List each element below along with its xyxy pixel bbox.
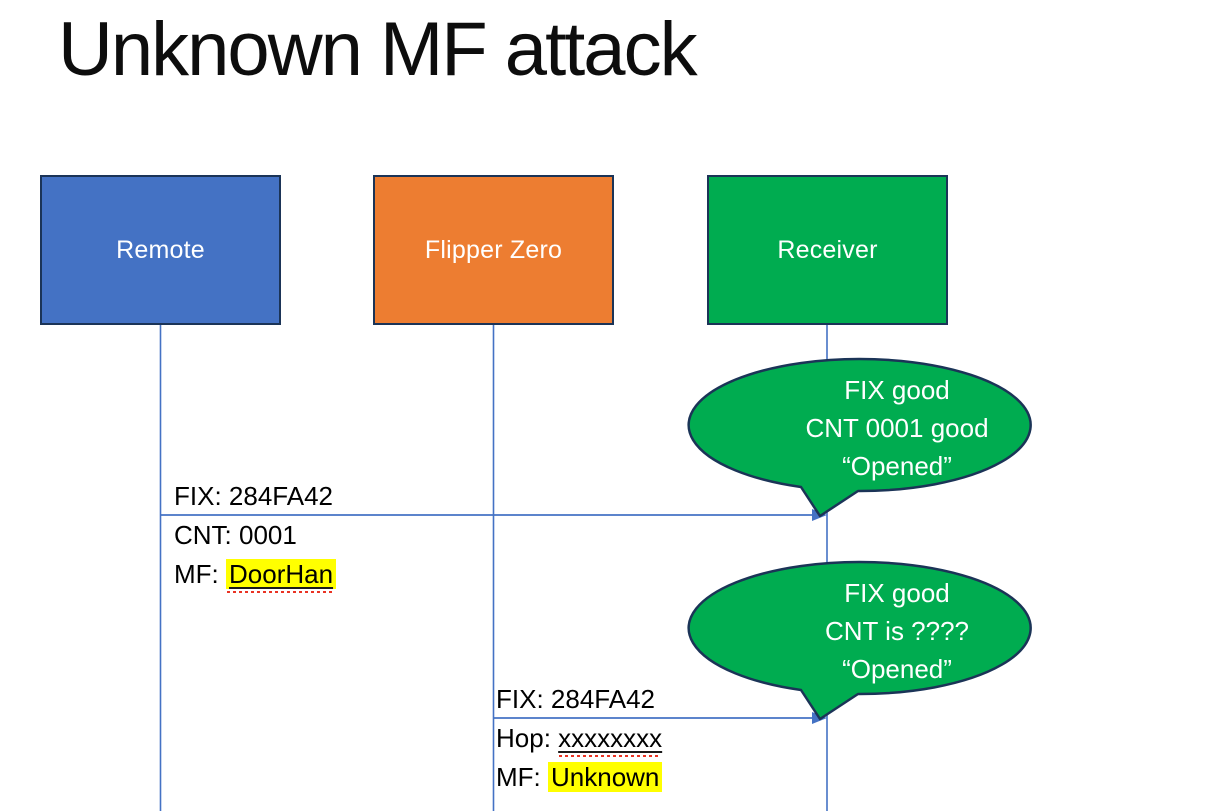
message-line: FIX: 284FA42 [496, 680, 662, 719]
message-line: CNT: 0001 [174, 516, 336, 555]
callout-text-1: FIX good CNT 0001 good “Opened” [725, 371, 1069, 485]
highlighted-value: DoorHan [226, 559, 337, 589]
actor-label: Receiver [777, 235, 878, 264]
page-title: Unknown MF attack [58, 7, 698, 92]
callout-line: “Opened” [842, 654, 952, 684]
squiggled-value: xxxxxxxx [558, 723, 663, 753]
message-field-label: CNT: [174, 520, 239, 550]
message-field-value: 0001 [239, 520, 297, 550]
callout-bubble-2 [687, 560, 1032, 721]
highlighted-value: Unknown [548, 762, 663, 792]
message-label-flipper-to-receiver: FIX: 284FA42 Hop: xxxxxxxx MF: Unknown [496, 680, 663, 797]
callout-text-2: FIX good CNT is ???? “Opened” [725, 574, 1069, 688]
actor-box-remote: Remote [40, 175, 281, 325]
message-field-value: FIX: 284FA42 [174, 481, 333, 511]
actor-label: Flipper Zero [424, 235, 563, 264]
message-field-label: Hop: [496, 723, 559, 753]
callout-line: “Opened” [842, 451, 952, 481]
actor-box-flipper-zero: Flipper Zero [373, 175, 614, 325]
callout-bubble-1 [687, 357, 1032, 518]
callout-line: FIX good [844, 375, 950, 405]
message-field-label: MF: [174, 559, 226, 589]
message-line: MF: Unknown [496, 758, 663, 797]
actor-box-receiver: Receiver [707, 175, 948, 325]
callout-line: CNT 0001 good [805, 413, 989, 443]
callout-line: FIX good [844, 578, 950, 608]
message-line: Hop: xxxxxxxx [496, 719, 662, 758]
message-field-value: FIX: 284FA42 [496, 684, 655, 714]
message-line: MF: DoorHan [174, 555, 337, 594]
callout-line: CNT is ???? [824, 616, 970, 646]
actor-label: Remote [116, 235, 205, 264]
message-label-remote-to-receiver: FIX: 284FA42 CNT: 0001 MF: DoorHan [174, 477, 337, 594]
message-field-label: MF: [496, 762, 548, 792]
message-line: FIX: 284FA42 [174, 477, 336, 516]
